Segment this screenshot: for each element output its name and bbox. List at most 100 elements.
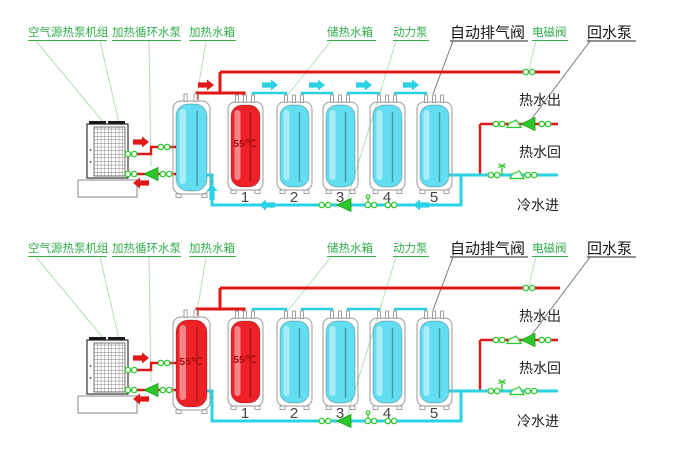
storage-tank-3 (322, 310, 359, 411)
hp-top-bar (108, 337, 125, 341)
label-power-pump: 动力泵 (393, 242, 428, 255)
hp-top-bar (89, 121, 106, 125)
tank-number: 3 (336, 405, 344, 422)
union-valve (318, 417, 332, 425)
hp-port-fitting (124, 366, 138, 374)
check-valve (506, 335, 522, 345)
label-heating-tank: 加热水箱 (189, 25, 235, 39)
union-valve (157, 143, 171, 151)
hp-port-fitting (124, 150, 138, 158)
tank3-tank4-connector (346, 307, 381, 312)
hp-coil-grid (93, 342, 126, 393)
tank1-tank2-connector (251, 307, 288, 312)
hp-knob (89, 365, 92, 367)
tank3-tank4-connector (346, 91, 381, 96)
solenoid-valve (522, 284, 536, 292)
tank-temp: 55℃ (233, 138, 257, 150)
tank-number: 5 (430, 405, 438, 422)
storage-tank-5 (416, 94, 453, 195)
tank-number: 4 (383, 405, 391, 422)
return-pump (520, 117, 536, 131)
tank-temp: 55℃ (233, 354, 257, 366)
storage-tank-4 (369, 94, 406, 195)
label-cold-water-in: 冷水进 (517, 413, 559, 429)
tank-numbers: 1 2 3 4 5 (241, 405, 438, 422)
hp-top-bar (108, 121, 125, 125)
label-solenoid-valve: 电磁阀 (532, 241, 567, 255)
storage-tank-5 (416, 310, 453, 411)
label-heating-tank: 加热水箱 (189, 241, 235, 255)
hp-knob (89, 149, 92, 151)
circulation-pump (143, 167, 159, 181)
flow-arrow-left (259, 199, 275, 211)
heat-pump-unit (77, 121, 138, 198)
tank-temp: 55℃ (179, 356, 203, 368)
leader-lines (35, 256, 591, 417)
tank2-tank3-connector (300, 91, 334, 96)
label-hot-water-out: 热水出 (519, 92, 561, 108)
flow-arrow-right (133, 352, 149, 364)
storage-tank-2 (276, 94, 313, 195)
valve-handle (365, 410, 371, 415)
hp-coil-grid (93, 126, 126, 177)
leader-lines (35, 40, 591, 201)
flow-labels: 热水出 热水回 冷水进 (517, 308, 561, 429)
union-valve (524, 171, 538, 179)
label-hot-water-return: 热水回 (519, 144, 561, 160)
label-hot-water-out: 热水出 (519, 308, 561, 324)
label-solenoid-valve: 电磁阀 (532, 25, 567, 39)
union-valve (492, 120, 506, 128)
label-return-pump: 回水泵 (587, 241, 632, 258)
solenoid-valve (522, 68, 536, 76)
heating-buffer-tank: 55℃ (172, 309, 211, 415)
tank-number: 5 (430, 189, 438, 206)
hp-port-fitting (124, 386, 138, 394)
union-valve (157, 359, 171, 367)
system-diagram-stage1: 空气源热泵机组 加热循环水泵 加热水箱 储热水箱 动力泵 自动排气阀 电磁阀 回… (28, 25, 636, 213)
storage-tank-4 (369, 310, 406, 411)
flow-arrow-left (413, 199, 429, 211)
tank-number: 1 (241, 189, 249, 206)
union-valve (364, 201, 378, 209)
fittings-and-devices (124, 68, 552, 212)
union-valve (492, 336, 506, 344)
label-heat-pump-unit: 空气源热泵机组 (28, 25, 109, 39)
return-pump (520, 333, 536, 347)
tank4-tank5-connector (393, 91, 428, 96)
flow-arrow-right (133, 136, 149, 148)
tank4-tank5-connector (393, 307, 428, 312)
hp-port-fitting (124, 170, 138, 178)
heating-buffer-tank (172, 93, 211, 199)
check-valve (509, 170, 525, 180)
label-air-vent-valve: 自动排气阀 (450, 25, 525, 42)
union-valve (538, 120, 552, 128)
circulation-pump (143, 383, 159, 397)
heat-pump-unit (77, 337, 138, 414)
system-diagram-stage2: 空气源热泵机组 加热循环水泵 加热水箱 储热水箱 动力泵 自动排气阀 电磁阀 回… (28, 241, 636, 429)
check-valve (506, 119, 522, 129)
union-valve (524, 387, 538, 395)
hp-knob (89, 161, 92, 163)
check-valve (509, 386, 525, 396)
hp-pedestal (77, 179, 138, 198)
union-valve (538, 336, 552, 344)
storage-tank-1: 55℃ (227, 94, 264, 195)
callout-row: 空气源热泵机组 加热循环水泵 加热水箱 储热水箱 动力泵 自动排气阀 电磁阀 回… (28, 241, 636, 258)
flow-arrow-right (198, 79, 214, 91)
flow-arrow-right (403, 79, 419, 91)
storage-tank-3 (322, 94, 359, 195)
storage-tank-2 (276, 310, 313, 411)
valve-handle (365, 194, 371, 199)
hp-pedestal (77, 395, 138, 414)
tank2-tank3-connector (300, 307, 334, 312)
fittings-and-devices (124, 284, 552, 428)
union-valve (487, 387, 501, 395)
tank1-tank2-connector (251, 91, 288, 96)
flow-labels: 热水出 热水回 冷水进 (517, 92, 561, 213)
tank-number: 2 (290, 405, 298, 422)
label-circulation-pump: 加热循环水泵 (112, 26, 181, 39)
tank-number: 1 (241, 405, 249, 422)
hp-top-bar (89, 337, 106, 341)
tank-number: 3 (336, 189, 344, 206)
